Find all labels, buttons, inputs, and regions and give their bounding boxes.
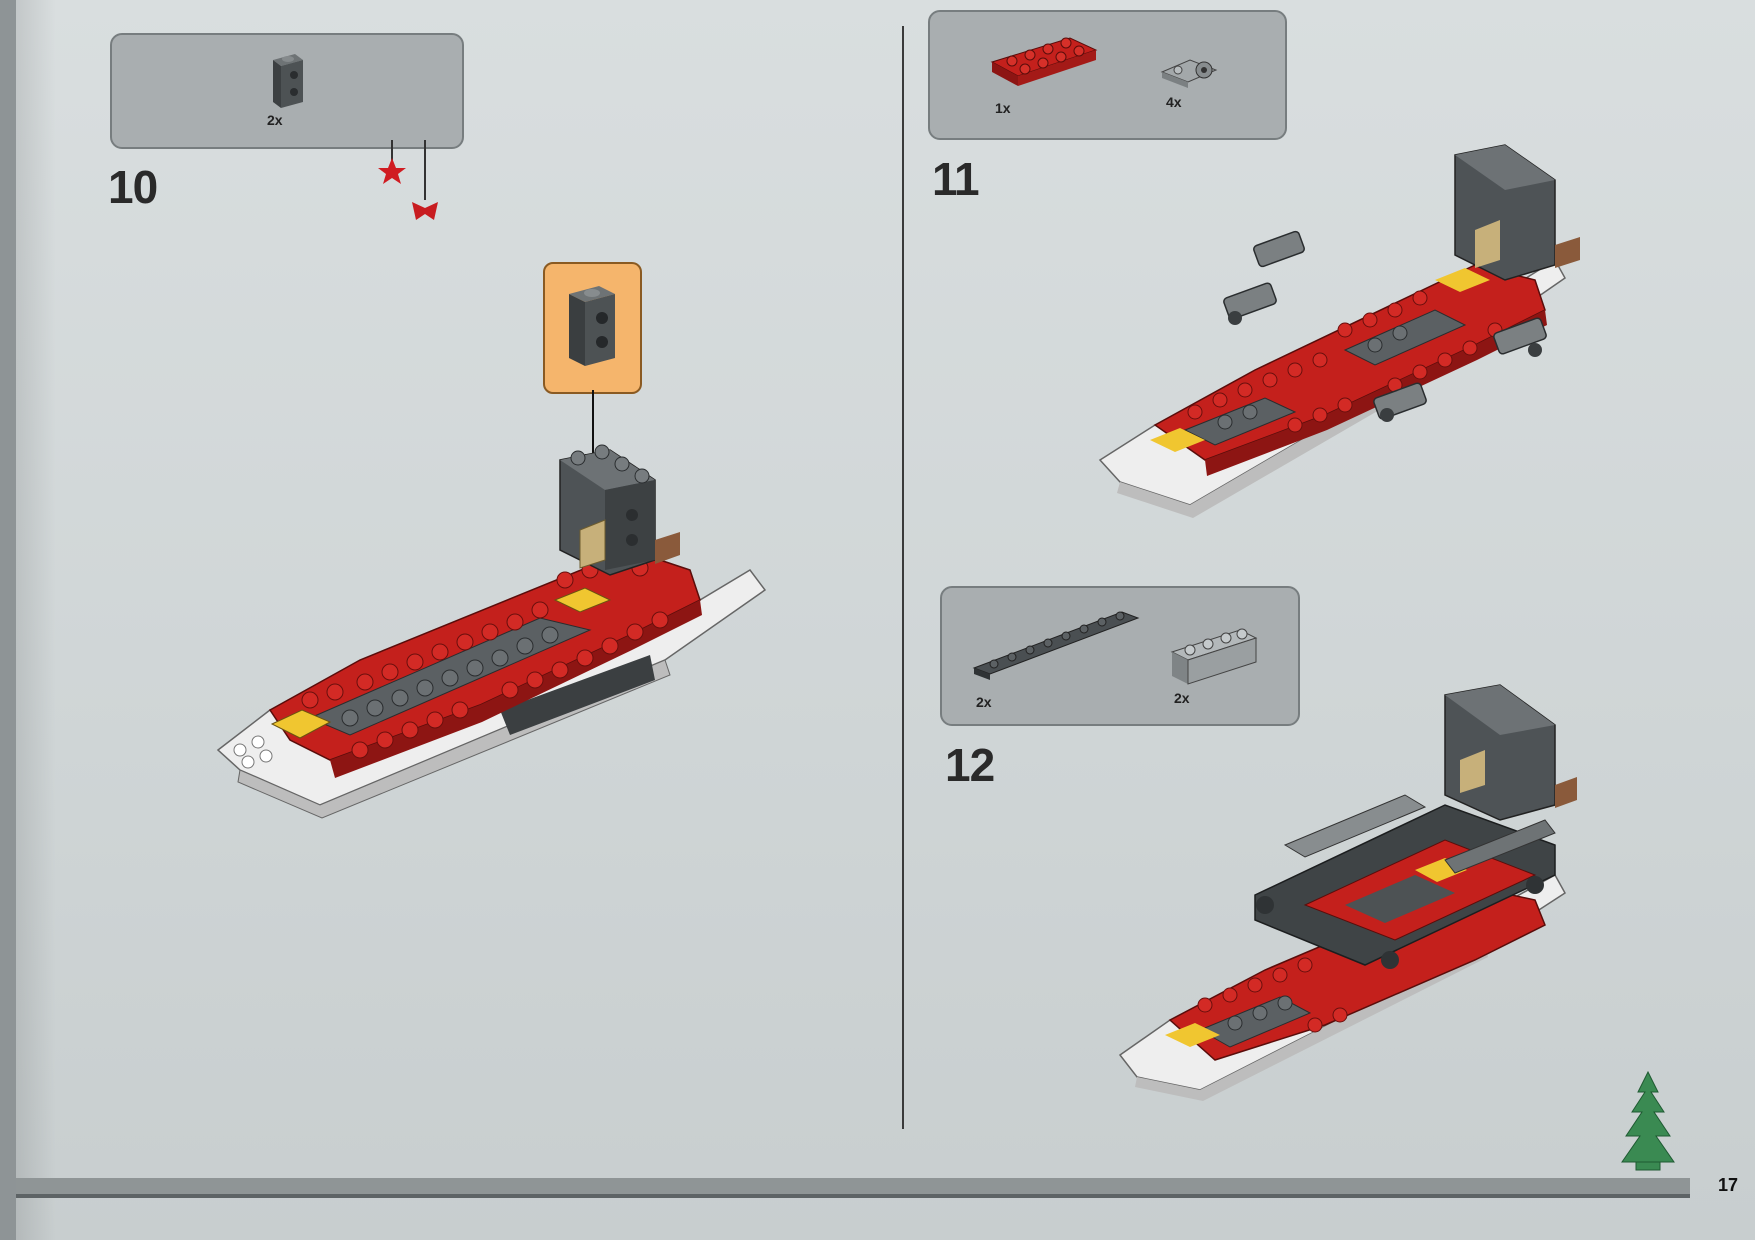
page-footer-bar — [16, 1178, 1690, 1194]
step-12-part-2-qty: 2x — [1174, 690, 1190, 706]
step-11-model-image — [1098, 144, 1580, 518]
dark-grey-1x8-plate-icon — [972, 611, 1140, 680]
step-12-model-image — [1118, 684, 1577, 1101]
step-11-part-2-qty: 4x — [1166, 94, 1182, 110]
step-11-part-1-qty: 1x — [995, 100, 1011, 116]
red-2x4-plate-icon — [990, 37, 1098, 86]
step-10-number: 10 — [108, 161, 158, 213]
step-10-callout — [543, 262, 642, 394]
step-10-model-image — [216, 444, 767, 819]
step-12-number: 12 — [945, 739, 995, 791]
tree-decoration-icon — [1621, 1070, 1675, 1171]
page-fold-shadow — [16, 0, 56, 1240]
step-11-parts-box: 1x 4x — [928, 10, 1287, 140]
column-divider — [902, 26, 904, 1129]
step-10-part-qty: 2x — [267, 112, 283, 128]
page-footer-bar-edge — [16, 1194, 1690, 1198]
hanging-ornament-decoration — [378, 140, 438, 220]
step-10-parts-box: 2x — [110, 33, 464, 149]
page-number: 17 — [1718, 1175, 1739, 1195]
step-12-part-1-qty: 2x — [976, 694, 992, 710]
light-grey-1x4-brick-icon — [1170, 628, 1258, 685]
light-grey-plate-with-pin-hole-icon — [1160, 59, 1218, 88]
step-12-parts-box: 2x 2x — [940, 586, 1300, 726]
dark-grey-brick-callout-icon — [569, 286, 615, 366]
dark-grey-1x1-brick-with-side-studs-icon — [273, 54, 303, 108]
step-11-number: 11 — [932, 153, 980, 205]
